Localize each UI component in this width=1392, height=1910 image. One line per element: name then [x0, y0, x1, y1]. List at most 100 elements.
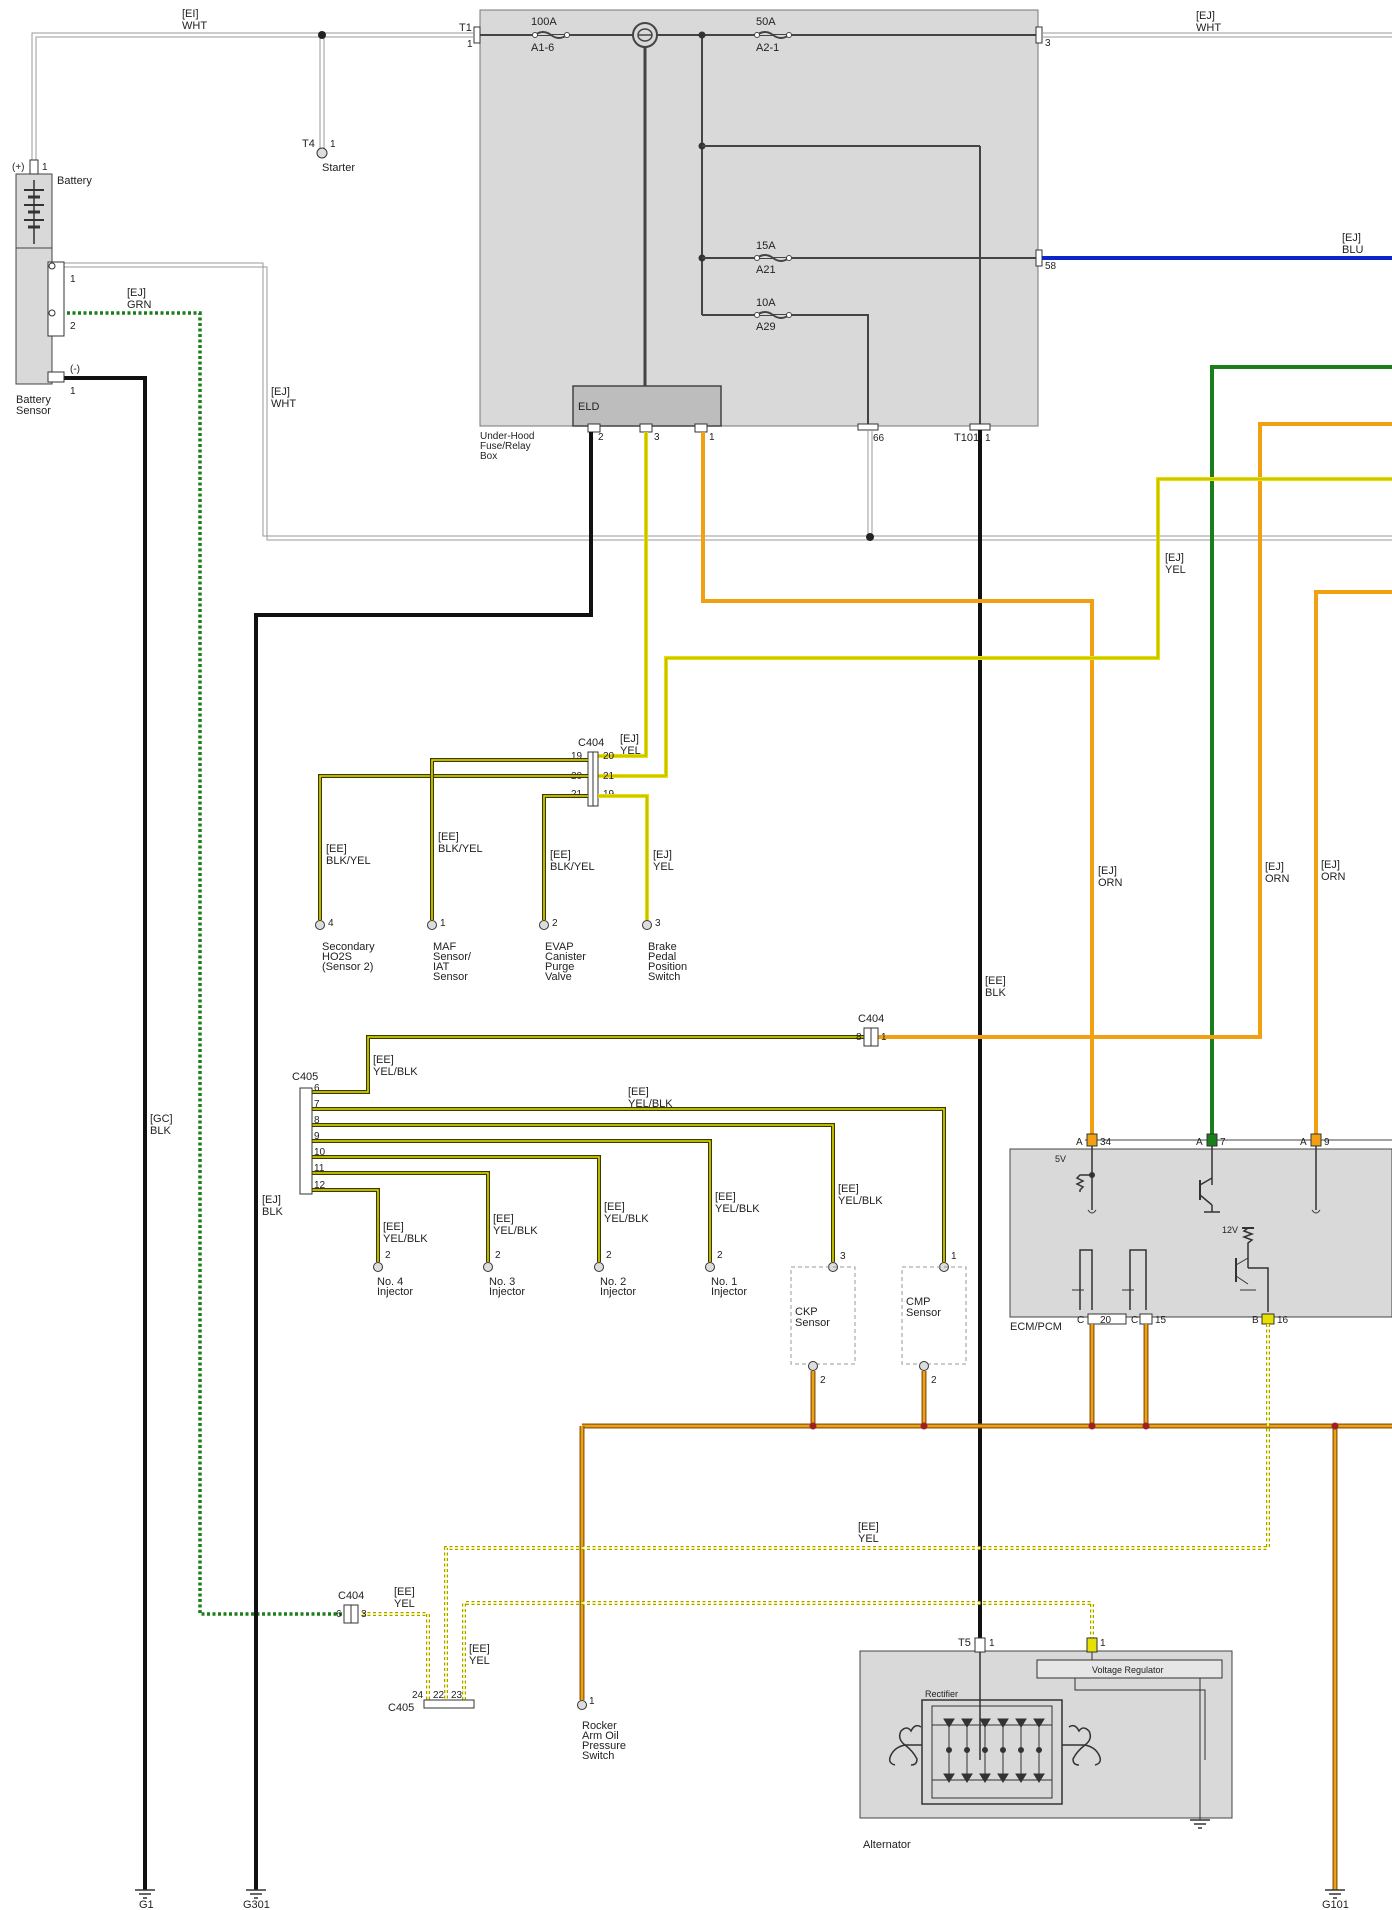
eld-pin-2: 2: [598, 432, 604, 443]
sensor-label: HO2S: [322, 951, 352, 963]
c404-pin: 6: [336, 1609, 342, 1620]
sensor-label: Purge: [545, 961, 574, 973]
ground-g1-label: G1: [139, 1899, 154, 1910]
wire-label: [EI]: [182, 8, 199, 20]
wire-label: YEL: [394, 1598, 415, 1610]
c404-pin: 3: [361, 1609, 367, 1620]
alternator: T5 1 1 Voltage Regulator Rectifier: [859, 1637, 1233, 1851]
c404-low-connector: C404 6 3: [336, 1590, 367, 1624]
wire-label: [EJ]: [127, 287, 146, 299]
wire-label: [EE]: [373, 1054, 394, 1066]
wire-label: WHT: [1196, 22, 1221, 34]
sensor-label: IAT: [433, 961, 450, 973]
wire-label: [GC]: [150, 1113, 173, 1125]
eld-label: ELD: [578, 401, 599, 413]
splice-dot: [866, 533, 874, 541]
rocker-label: Arm Oil: [582, 1730, 619, 1742]
grounds: [135, 1889, 1345, 1899]
wire-label: [EE]: [550, 849, 571, 861]
fuse-15a-rating: 15A: [756, 240, 776, 252]
terminal-pin-66: 66: [873, 433, 885, 444]
starter-label: Starter: [322, 162, 355, 174]
fuse-100a-rating: 100A: [531, 16, 557, 28]
sensor-label: EVAP: [545, 941, 574, 953]
wire-label: WHT: [182, 20, 207, 32]
wire-label: [EE]: [469, 1643, 490, 1655]
starter-pin: 1: [330, 139, 336, 150]
sensor-label: MAF: [433, 941, 457, 953]
battery-sensor-pin-3: 1: [70, 386, 76, 397]
injector-label: No. 2: [600, 1276, 626, 1288]
injector-label: Injector: [600, 1286, 636, 1298]
ckp-label: CKP: [795, 1306, 818, 1318]
transistor-icon: [1199, 1146, 1220, 1213]
injectors: [EE] YEL/BLK 2 No. 4 Injector [EE] YEL/B…: [373, 1191, 760, 1298]
injector-label: Injector: [711, 1286, 747, 1298]
c404-low-name: C404: [338, 1590, 364, 1602]
ecm-conn: C: [1077, 1315, 1084, 1326]
pin-label: 4: [328, 918, 334, 929]
wire-label: YEL/BLK: [373, 1066, 418, 1078]
ecm-conn: A: [1196, 1137, 1203, 1148]
wire-label: BLK: [985, 987, 1006, 999]
battery-sensor-label-1: Battery: [16, 394, 51, 406]
wire-label: [EJ]: [1165, 552, 1184, 564]
wire-label: [EE]: [438, 831, 459, 843]
wire-label: [EJ]: [271, 386, 290, 398]
c404-mid-connector: C404 8 1: [856, 1013, 887, 1047]
injector-3: [EE] YEL/BLK 2 No. 3 Injector: [483, 1213, 538, 1298]
injector-label: Injector: [489, 1286, 525, 1298]
battery-sensor: 1 2 1 (-) Battery Sensor: [15, 247, 80, 417]
ecm-5v-label: 5V: [1055, 1154, 1066, 1164]
cmp-label: CMP: [906, 1296, 930, 1308]
ecm-pin: 7: [1220, 1137, 1226, 1148]
pin-label: 2: [820, 1375, 826, 1386]
c405-pin: 8: [314, 1115, 320, 1126]
sensor-label: Pedal: [648, 951, 676, 963]
voltage-regulator-label: Voltage Regulator: [1092, 1665, 1164, 1675]
ecm-pin: 15: [1155, 1315, 1167, 1326]
ground-g1-icon: [135, 1889, 155, 1899]
c404-mid-name: C404: [858, 1013, 884, 1025]
wire-label: [EJ]: [262, 1194, 281, 1206]
c404-pin: 20: [603, 751, 615, 762]
wire-label: BLK/YEL: [326, 855, 371, 867]
pin-label: 2: [552, 918, 558, 929]
wire-label: YEL/BLK: [715, 1203, 760, 1215]
injector-1: [EE] YEL/BLK 2 No. 1 Injector: [705, 1191, 760, 1298]
wire-label: ORN: [1321, 871, 1346, 883]
fuse-10a-id: A29: [756, 321, 776, 333]
pin-label: 1: [951, 1251, 957, 1262]
wire-label: YEL/BLK: [604, 1213, 649, 1225]
lower-wires: [362, 1324, 1392, 1890]
injector-4: [EE] YEL/BLK 2 No. 4 Injector: [373, 1221, 428, 1298]
wire-label: [EJ]: [1321, 859, 1340, 871]
wire-label: YEL/BLK: [838, 1195, 883, 1207]
wire-label: [EE]: [604, 1201, 625, 1213]
splice-dot: [318, 31, 326, 39]
ecm-pcm: A 34 A 7 A 9 5V 12V: [1009, 1133, 1392, 1333]
regulator-pin: 1: [1100, 1638, 1106, 1649]
battery-pos-label: (+): [12, 162, 25, 173]
c405-pin: 22: [433, 1690, 445, 1701]
c405-pin: 12: [314, 1180, 326, 1191]
battery-sensor-pin-2: 2: [70, 321, 76, 332]
ecm-conn: C: [1131, 1315, 1138, 1326]
eld-pin-1: 1: [709, 432, 715, 443]
injector-label: Injector: [377, 1286, 413, 1298]
pin-label: 2: [495, 1250, 501, 1261]
sensor-label: Position: [648, 961, 687, 973]
c405-pin: 11: [314, 1163, 325, 1174]
terminal-pin-58: 58: [1045, 261, 1057, 272]
rocker-label: Switch: [582, 1750, 614, 1762]
c405-pin: 10: [314, 1147, 326, 1158]
wire-label: [EJ]: [620, 733, 639, 745]
ecm-label: ECM/PCM: [1010, 1321, 1062, 1333]
pin-label: 3: [655, 918, 661, 929]
c405-low-connector: 24 22 23 C405: [388, 1690, 475, 1714]
fuse-50a-rating: 50A: [756, 16, 776, 28]
wire-label: [EE]: [326, 843, 347, 855]
battery: Battery (+) 1: [12, 159, 92, 249]
eld-coil-icon: [632, 22, 658, 48]
c404-pin: 1: [881, 1032, 887, 1043]
